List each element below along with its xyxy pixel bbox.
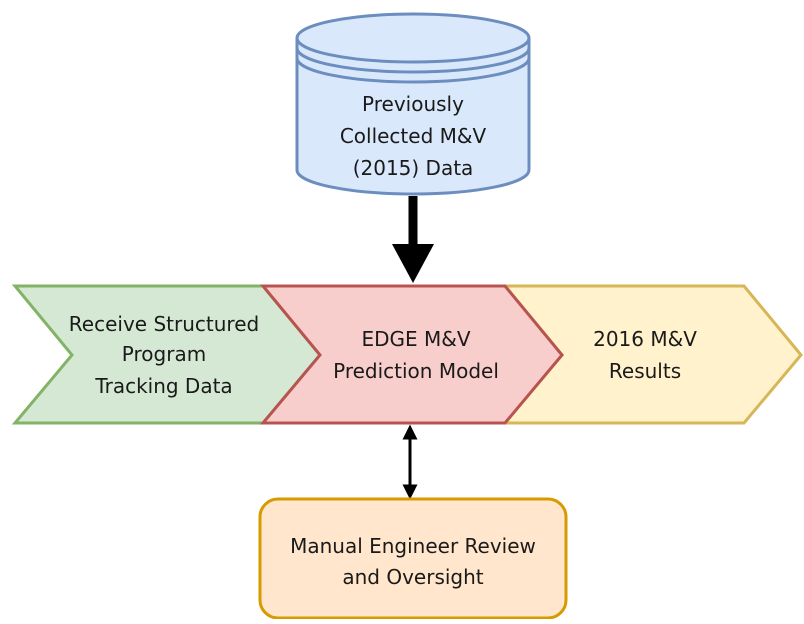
step-label-line: Prediction Model [333,359,499,383]
database-ring [295,47,531,74]
step-label-line: Program [122,342,206,366]
database-ring [295,57,531,84]
step-label-line: Tracking Data [94,374,232,398]
manual-review-box: Manual Engineer Review and Oversight [258,497,568,620]
step-label-line: EDGE M&V [361,327,470,351]
step-prediction-model: EDGE M&V Prediction Model [259,284,564,425]
step-results: 2016 M&V Results [501,284,803,425]
step-receive-tracking-data: Receive Structured Program Tracking Data [11,284,322,425]
step-label-line: Receive Structured [69,312,259,336]
database-label-line: Collected M&V [340,124,487,148]
step-label-line: Results [609,359,681,383]
step-label-line: 2016 M&V [593,327,697,351]
database-cylinder: Previously Collected M&V (2015) Data [295,12,531,196]
database-label-line: Previously [362,92,464,116]
database-ring [295,37,531,64]
step-chevron-shape [259,284,564,425]
review-label-line: and Oversight [342,565,483,589]
database-label-line: (2015) Data [353,156,474,180]
down-arrow [392,196,434,283]
review-label-line: Manual Engineer Review [290,534,536,558]
review-box-shape [258,497,568,620]
